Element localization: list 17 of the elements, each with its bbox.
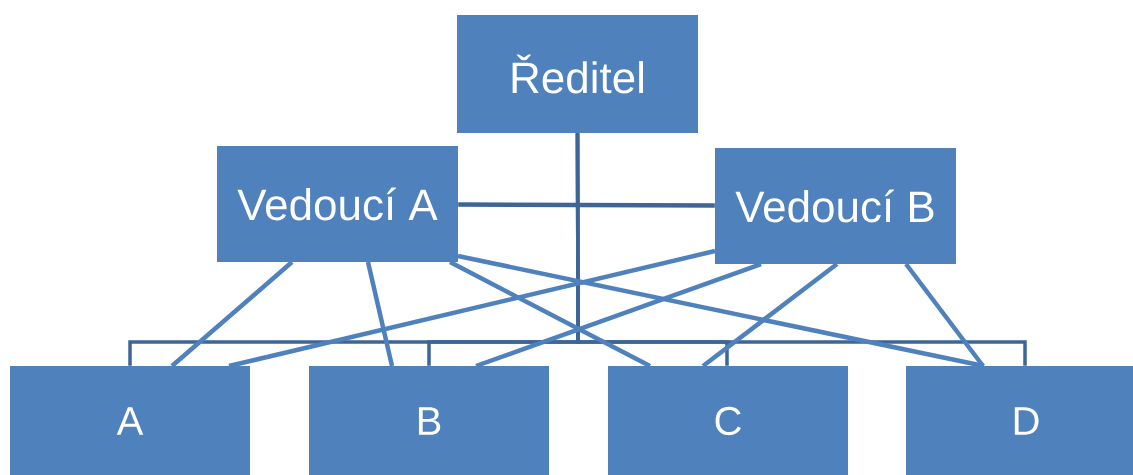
connector-line — [170, 260, 294, 368]
connector-line — [365, 261, 395, 367]
position-box: B — [309, 366, 549, 475]
connector-line — [457, 253, 985, 369]
connector-line — [228, 248, 716, 369]
position-box: Ředitel — [457, 15, 698, 133]
position-box: A — [10, 366, 250, 475]
connector-line — [448, 260, 652, 368]
connector-line — [701, 262, 839, 368]
position-box: Vedoucí A — [217, 146, 458, 262]
connector-line — [904, 262, 985, 368]
position-box: D — [906, 366, 1133, 475]
connector-line — [458, 202, 715, 208]
connector-line — [475, 261, 762, 369]
position-box: Vedoucí B — [715, 148, 956, 264]
position-box: C — [608, 366, 848, 475]
connector-line — [575, 133, 1027, 366]
